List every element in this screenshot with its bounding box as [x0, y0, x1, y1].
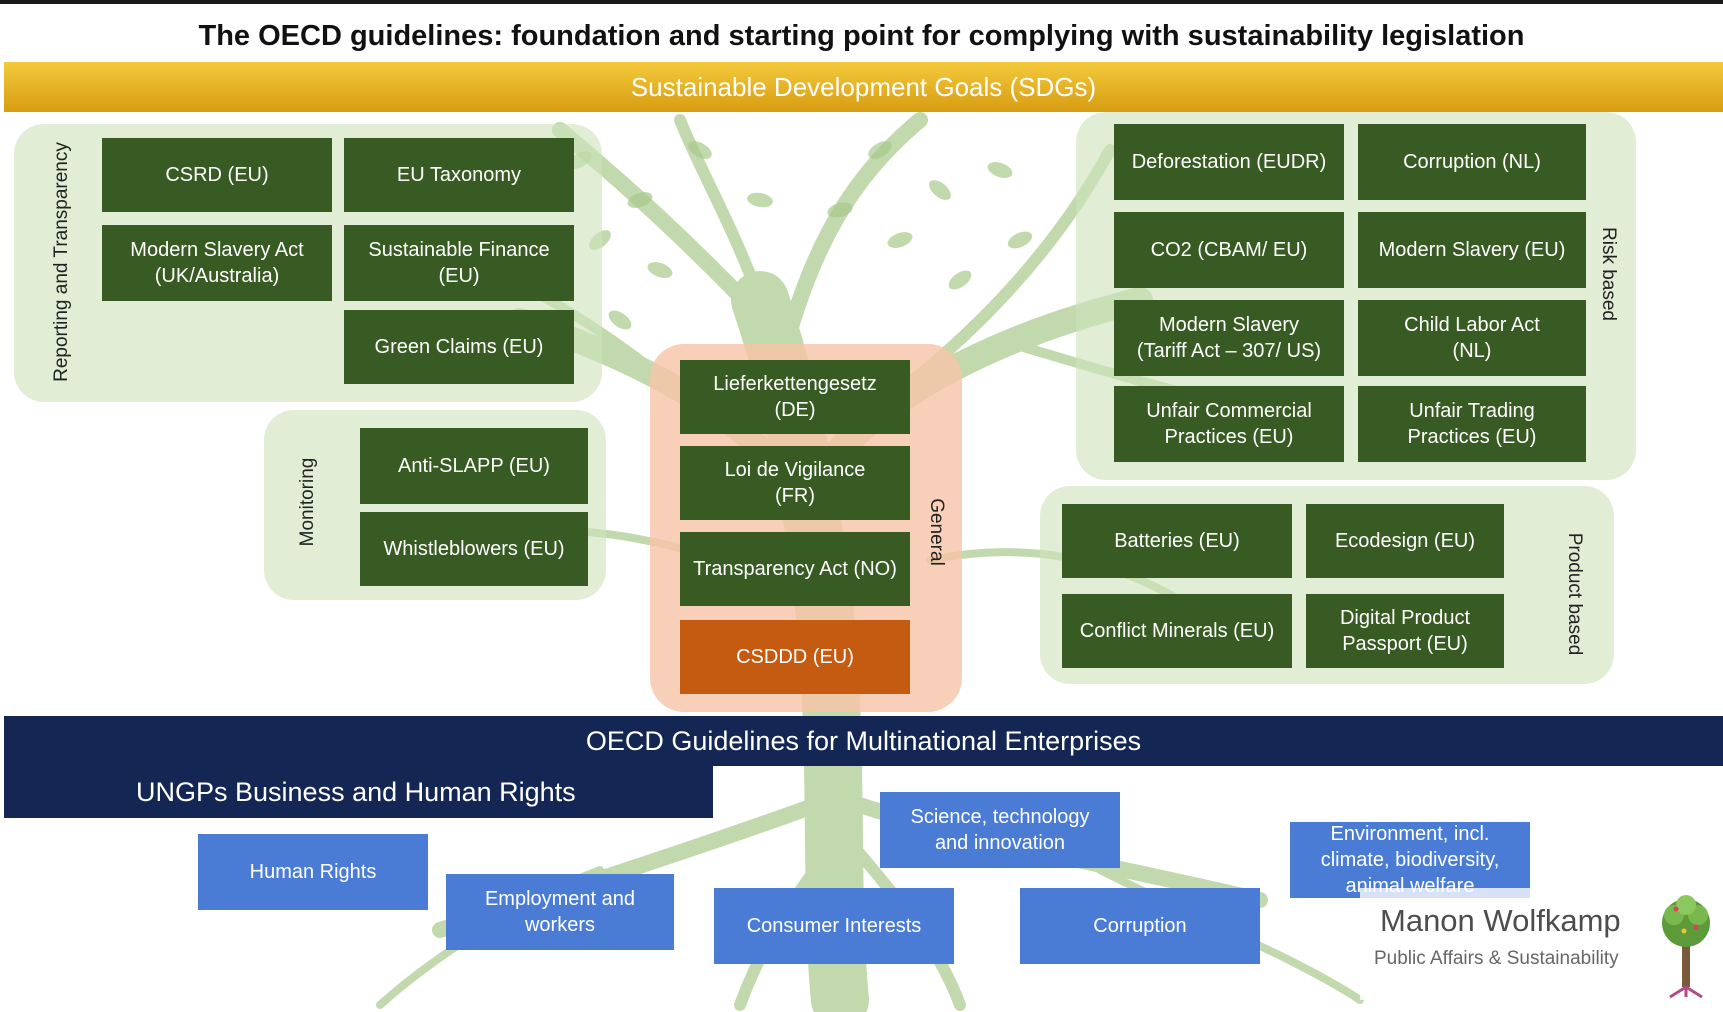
- theme-science-technology-innovation: Science, technology and innovation: [880, 792, 1120, 868]
- child-labor-act-box: Child Labor Act (NL): [1358, 300, 1586, 376]
- sdg-banner: Sustainable Development Goals (SDGs): [4, 62, 1723, 112]
- theme-environment: Environment, incl. climate, biodiversity…: [1290, 822, 1530, 898]
- top-rule: [0, 0, 1723, 4]
- green-claims-box: Green Claims (EU): [344, 310, 574, 384]
- reporting-label: Reporting and Transparency: [51, 142, 72, 382]
- theme-employment-and-workers: Employment and workers: [446, 874, 674, 950]
- theme-consumer-interests: Consumer Interests: [714, 888, 954, 964]
- co2-cbam-box: CO2 (CBAM/ EU): [1114, 212, 1344, 288]
- corruption-nl-box: Corruption (NL): [1358, 124, 1586, 200]
- logo-tree-icon: [1662, 895, 1710, 999]
- eu-taxonomy-box: EU Taxonomy: [344, 138, 574, 212]
- csddd-box: CSDDD (EU): [680, 620, 910, 694]
- tariff-act-box: Modern Slavery (Tariff Act – 307/ US): [1114, 300, 1344, 376]
- digital-product-passport-box: Digital Product Passport (EU): [1306, 594, 1504, 668]
- theme-corruption: Corruption: [1020, 888, 1260, 964]
- oecd-guidelines-bar: OECD Guidelines for Multinational Enterp…: [4, 716, 1723, 766]
- logo-subtitle: Public Affairs & Sustainability: [1374, 948, 1619, 969]
- batteries-box: Batteries (EU): [1062, 504, 1292, 578]
- modern-slavery-act-box: Modern Slavery Act (UK/Australia): [102, 225, 332, 301]
- deforestation-box: Deforestation (EUDR): [1114, 124, 1344, 200]
- loi-de-vigilance-box: Loi de Vigilance (FR): [680, 446, 910, 520]
- risk-label: Risk based: [1598, 227, 1619, 321]
- unfair-trading-practices-box: Unfair Trading Practices (EU): [1358, 386, 1586, 462]
- transparency-act-box: Transparency Act (NO): [680, 532, 910, 606]
- conflict-minerals-box: Conflict Minerals (EU): [1062, 594, 1292, 668]
- product-label: Product based: [1564, 532, 1585, 656]
- page-title: The OECD guidelines: foundation and star…: [198, 20, 1525, 52]
- theme-human-rights: Human Rights: [198, 834, 428, 910]
- unfair-commercial-practices-box: Unfair Commercial Practices (EU): [1114, 386, 1344, 462]
- sustainable-finance-box: Sustainable Finance (EU): [344, 225, 574, 301]
- logo-name: Manon Wolfkamp: [1380, 903, 1621, 938]
- logo-panel: [1360, 888, 1650, 1000]
- anti-slapp-box: Anti-SLAPP (EU): [360, 428, 588, 504]
- ungps-bar: UNGPs Business and Human Rights: [4, 766, 713, 818]
- whistleblowers-box: Whistleblowers (EU): [360, 512, 588, 586]
- csrd-box: CSRD (EU): [102, 138, 332, 212]
- general-label: General: [926, 498, 947, 566]
- modern-slavery-eu-box: Modern Slavery (EU): [1358, 212, 1586, 288]
- lieferkettengesetz-box: Lieferkettengesetz (DE): [680, 360, 910, 434]
- monitoring-label: Monitoring: [297, 457, 318, 547]
- ecodesign-box: Ecodesign (EU): [1306, 504, 1504, 578]
